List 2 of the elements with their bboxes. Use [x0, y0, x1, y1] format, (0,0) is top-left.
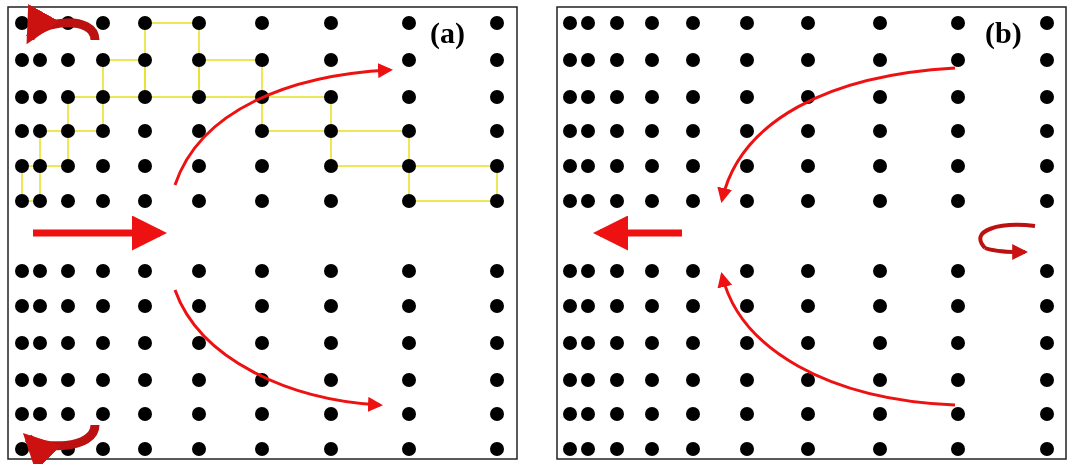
panel-label: (b): [985, 18, 1022, 48]
panel-label: (a): [430, 18, 465, 48]
